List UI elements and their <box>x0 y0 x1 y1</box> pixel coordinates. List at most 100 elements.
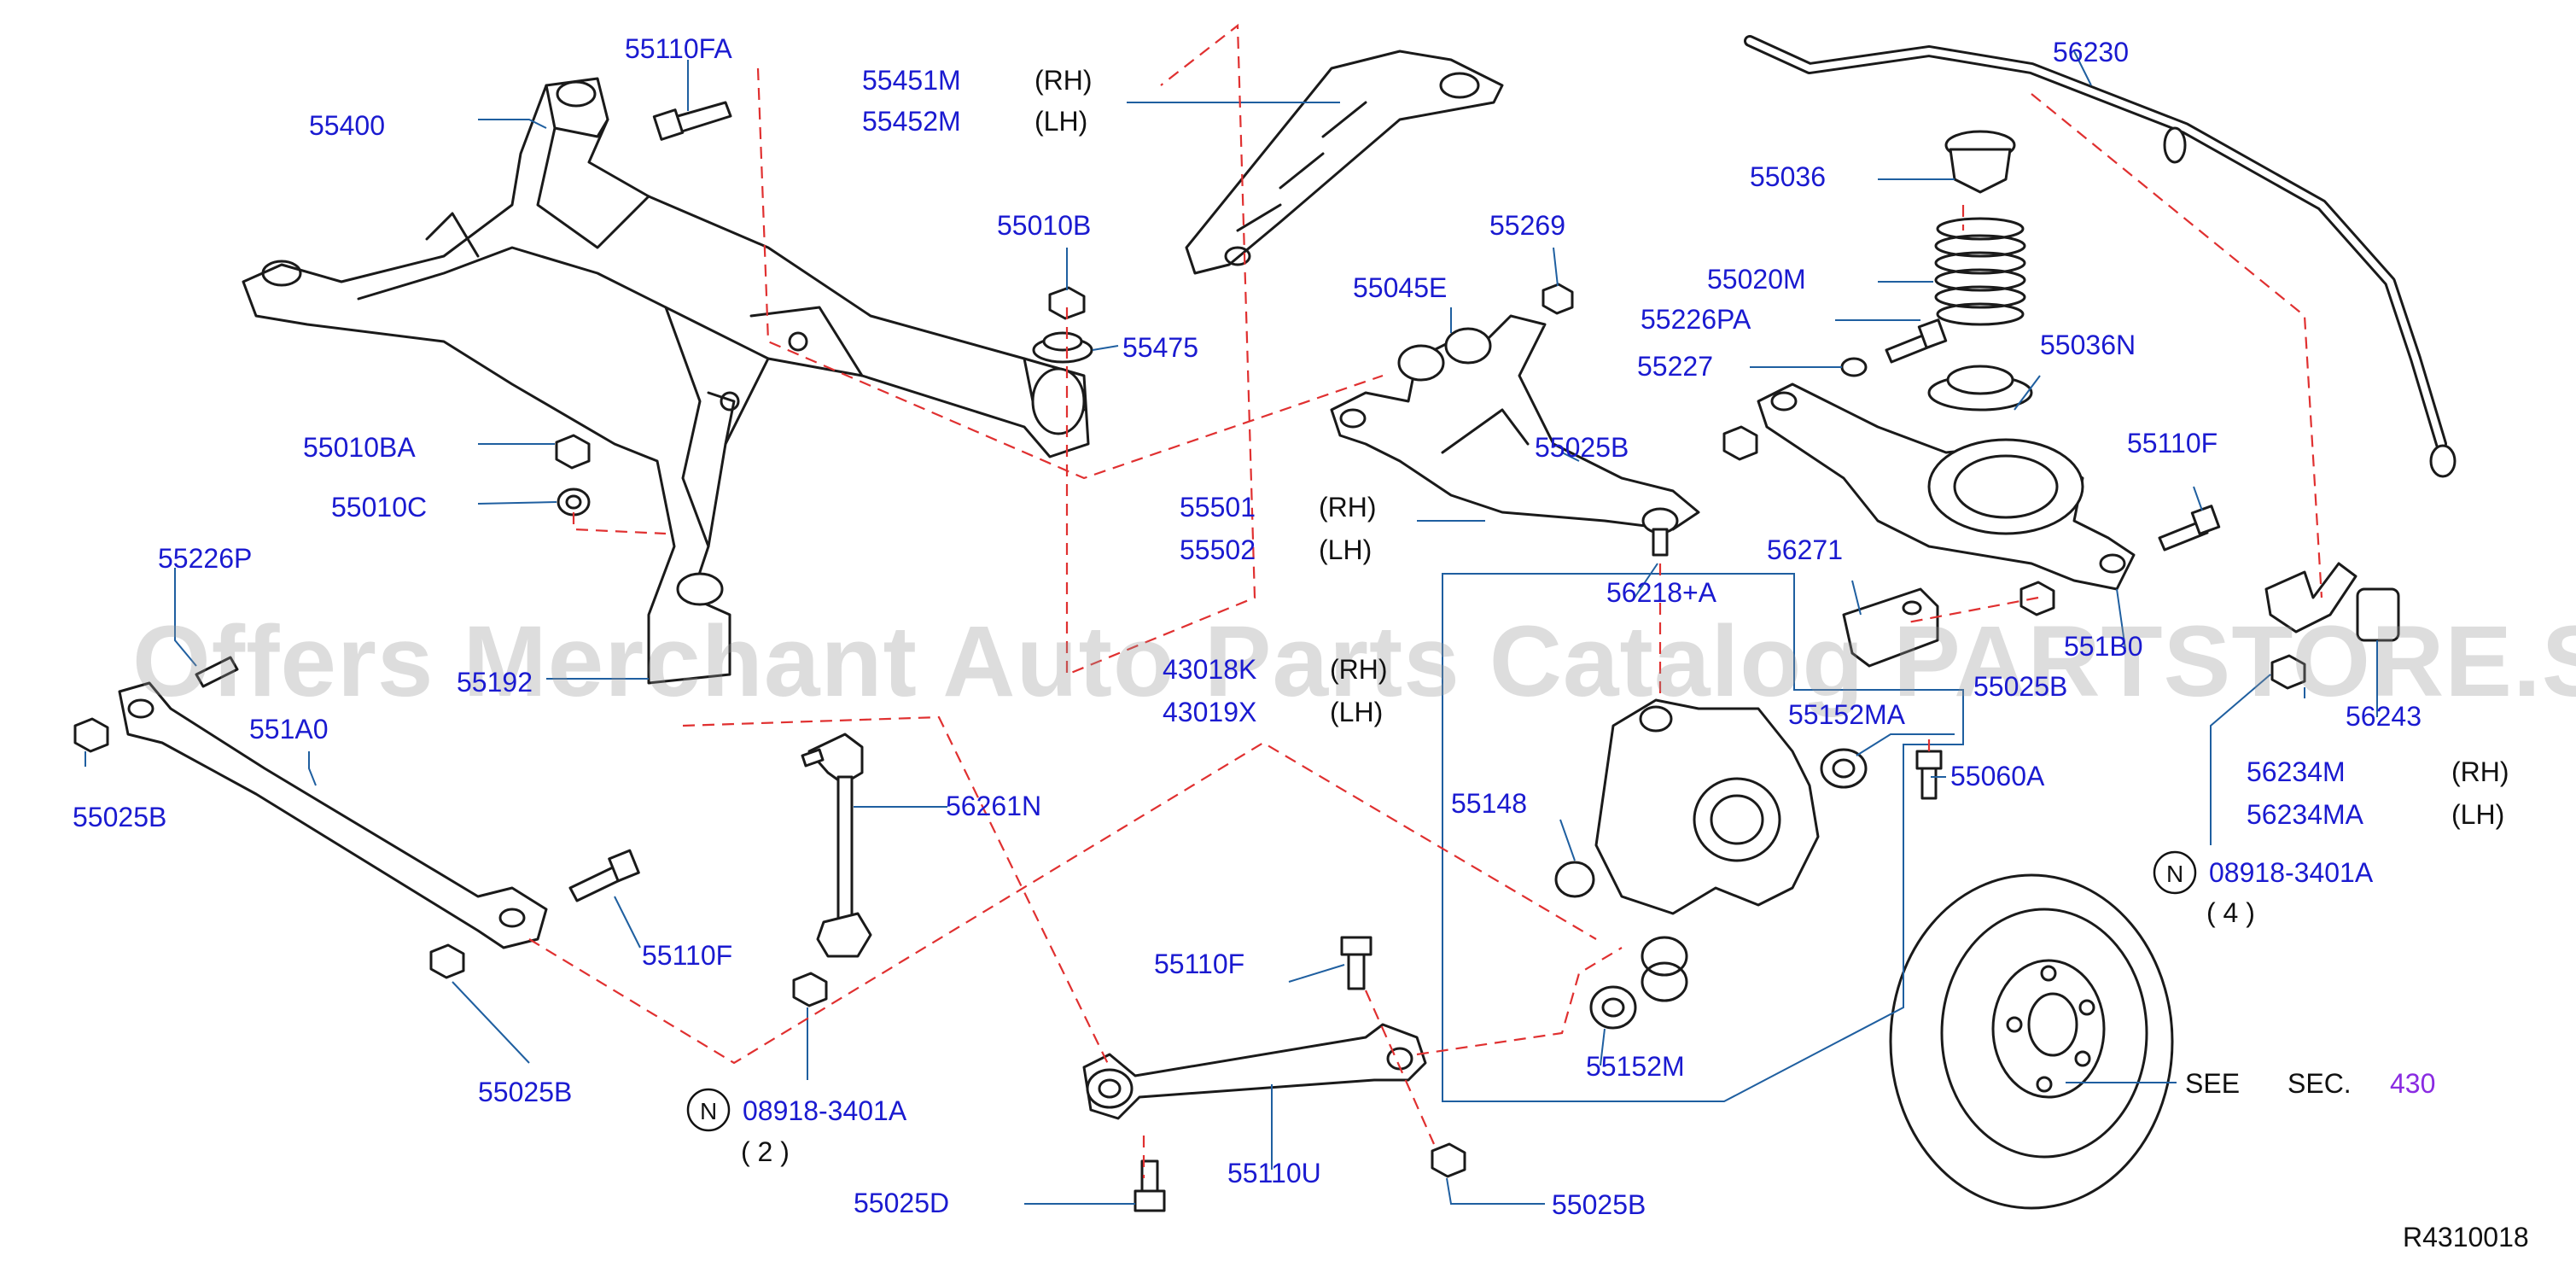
label-55025B-mid: 55025B <box>1535 432 1629 463</box>
label-56234MA: 56234MA <box>2247 799 2364 830</box>
label-55226PA: 55226PA <box>1641 304 1751 335</box>
bushing-55475-drawing <box>1032 331 1093 364</box>
bolt-55025D-drawing <box>1134 1159 1166 1212</box>
bushing-55148-drawing <box>1554 861 1595 898</box>
label-55025B-bottom: 55025B <box>478 1077 572 1107</box>
bumper-55036-drawing <box>1944 130 2016 194</box>
label-43019X: 43019X <box>1163 697 1256 727</box>
label-55452M: 55452M <box>862 106 961 137</box>
label-55502: 55502 <box>1180 534 1256 565</box>
label-55452M-lh: (LH) <box>1034 106 1087 137</box>
label-55025B-lowright: 55025B <box>1552 1189 1646 1220</box>
n-symbol-right-text: N <box>2166 861 2183 887</box>
seat-55036N-drawing <box>1927 365 2033 412</box>
label-55400: 55400 <box>309 110 385 141</box>
coil-spring-55020M-drawing <box>1934 217 2026 326</box>
label-55226P: 55226P <box>158 543 252 574</box>
label-qty-right: ( 4 ) <box>2206 897 2255 928</box>
rear-link-55110U-drawing <box>1082 1023 1427 1120</box>
washer-55227-drawing <box>1840 357 1868 377</box>
see-prefix: SEE <box>2185 1068 2240 1099</box>
bushing-55152M-drawing <box>1589 985 1637 1030</box>
label-55025B-left: 55025B <box>73 802 166 832</box>
label-08918-3401A-left: 08918-3401A <box>743 1095 907 1126</box>
label-56271: 56271 <box>1767 534 1843 565</box>
lower-link-551B0-drawing <box>1757 382 2136 591</box>
ball-joint-56218-drawing <box>1641 507 1679 557</box>
nut-55269-drawing <box>1542 283 1574 315</box>
washer-55010C-drawing <box>557 488 591 517</box>
assembly-dashed-lines <box>528 23 2323 1178</box>
label-55110F-left: 55110F <box>642 940 732 971</box>
label-55010B: 55010B <box>997 210 1091 241</box>
label-55502-lh: (LH) <box>1319 534 1372 565</box>
label-08918-3401A-right: 08918-3401A <box>2209 857 2374 888</box>
nut-55025B-lowright-drawing <box>1431 1142 1466 1178</box>
label-55060A: 55060A <box>1950 761 2045 791</box>
label-56230: 56230 <box>2053 37 2129 67</box>
stabilizer-bar-56230-drawing <box>1744 35 2457 478</box>
label-55020M: 55020M <box>1707 264 1806 295</box>
bushing-55152MA-drawing <box>1820 748 1868 789</box>
label-55025D: 55025D <box>854 1188 949 1218</box>
bolt-55110F-left-drawing <box>568 849 640 902</box>
see-sec: SEC. <box>2288 1068 2352 1099</box>
leader-lines <box>85 50 2378 1205</box>
label-55110FA: 55110FA <box>625 33 732 64</box>
n-symbol-left <box>686 1088 731 1132</box>
label-55036N: 55036N <box>2040 330 2136 360</box>
label-55501: 55501 <box>1180 492 1256 523</box>
bolt-55060A-drawing <box>1915 750 1943 800</box>
label-56234M: 56234M <box>2247 756 2346 787</box>
n-symbol-right <box>2153 850 2197 895</box>
nut-55025B-bottom-drawing <box>429 943 465 979</box>
label-55501-rh: (RH) <box>1319 492 1377 523</box>
bolt-55110FA-drawing <box>652 101 732 141</box>
label-43019X-lh: (LH) <box>1330 697 1383 727</box>
label-55269: 55269 <box>1489 210 1565 241</box>
label-55110F-bottom: 55110F <box>1154 949 1244 979</box>
n-symbol-left-text: N <box>700 1098 717 1124</box>
label-55475: 55475 <box>1122 332 1198 363</box>
label-55110F-right: 55110F <box>2127 428 2218 458</box>
bolt-55110F-right-drawing <box>2158 505 2221 552</box>
bracket-56271-drawing <box>1842 587 1939 668</box>
suspension-member-drawing <box>242 77 1090 685</box>
lateral-link-551A0-drawing <box>118 681 548 949</box>
drawing-number: R4310018 <box>2403 1222 2529 1252</box>
knuckle-group-frame <box>1442 573 1964 1102</box>
nut-55025B-left-drawing <box>73 717 109 753</box>
label-56234MA-lh: (LH) <box>2451 799 2504 830</box>
label-55110U: 55110U <box>1227 1158 1321 1188</box>
nut-08918-left-drawing <box>792 972 828 1007</box>
connecting-rod-56261N-drawing <box>801 733 872 958</box>
clamp-56234M-drawing <box>2264 562 2357 634</box>
label-43018K-rh: (RH) <box>1330 654 1388 685</box>
label-43018K: 43018K <box>1163 654 1256 685</box>
label-55152MA: 55152MA <box>1788 699 1906 730</box>
label-56243: 56243 <box>2346 701 2422 732</box>
see-section-link[interactable]: 430 <box>2390 1068 2435 1099</box>
bolt-55110F-bottom-drawing <box>1340 936 1373 990</box>
bolt-55226PA-drawing <box>1885 318 1948 364</box>
label-55192: 55192 <box>457 667 533 698</box>
knuckle-43018K-drawing <box>1594 698 1820 1002</box>
watermark: Offers Merchant Auto Parts Catalog PARTS… <box>132 605 2576 718</box>
nut-08918-right-drawing <box>2270 654 2306 690</box>
label-55227: 55227 <box>1637 351 1713 382</box>
label-551B0: 551B0 <box>2064 631 2143 662</box>
bolt-55226P-drawing <box>195 656 239 688</box>
upper-link-55501-drawing <box>1330 314 1700 531</box>
label-56261N: 56261N <box>946 791 1041 821</box>
label-55010C: 55010C <box>331 492 427 523</box>
washer-55010BA-drawing <box>555 434 591 470</box>
label-56234M-rh: (RH) <box>2451 756 2509 787</box>
label-55036: 55036 <box>1750 161 1826 192</box>
label-55152M: 55152M <box>1586 1051 1685 1082</box>
label-56218A: 56218+A <box>1606 577 1717 608</box>
bracket-55451M-drawing <box>1185 50 1504 275</box>
nut-55010B-drawing <box>1048 286 1086 320</box>
disc-rotor-drawing <box>1889 873 2174 1210</box>
